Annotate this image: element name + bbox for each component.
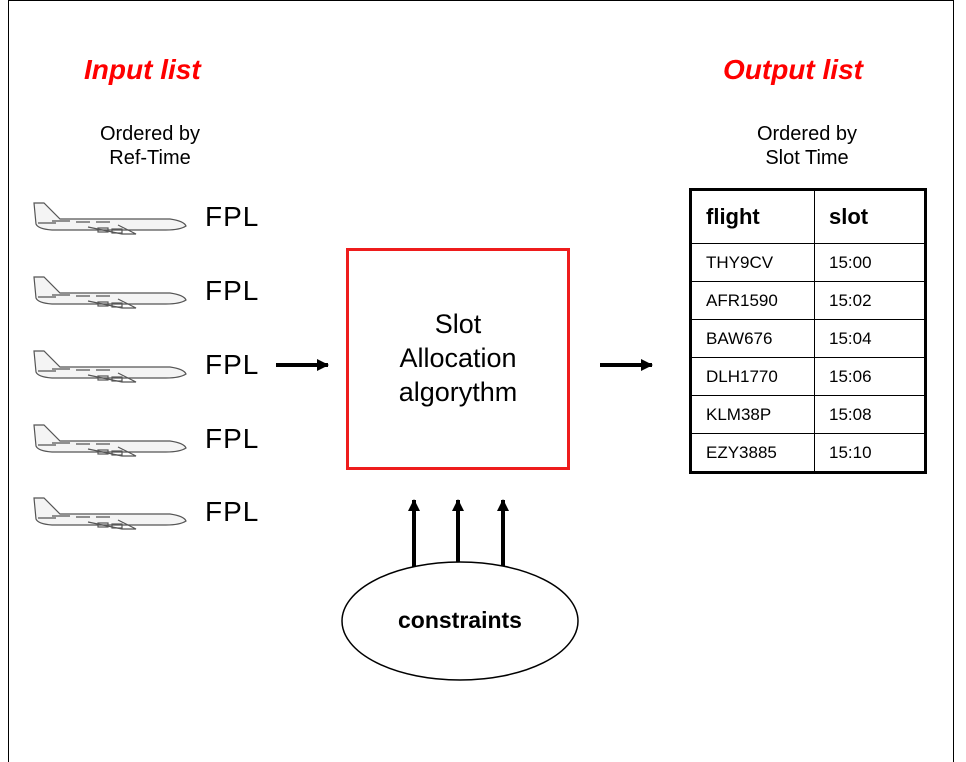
constraints-label: constraints [398, 607, 522, 633]
input-list-title: Input list [84, 54, 201, 85]
airplane-icon [33, 350, 187, 383]
input-subtitle-line1: Ordered by [99, 123, 201, 145]
fpl-label: FPL [205, 496, 260, 527]
fpl-label: FPL [205, 349, 260, 380]
flight-cell: DLH1770 [690, 357, 815, 396]
input-list-subtitle: Ordered by Ref-Time [70, 122, 230, 170]
slot-cell: 15:04 [814, 319, 926, 358]
fpl-label: FPL [205, 201, 260, 232]
table-header-row: flight slot [690, 189, 926, 244]
table-row: THY9CV 15:00 [690, 243, 926, 282]
output-subtitle-line2: Slot Time [765, 147, 849, 169]
flight-cell: AFR1590 [690, 281, 815, 320]
flight-cell: BAW676 [690, 319, 815, 358]
flight-cell: EZY3885 [690, 433, 815, 473]
algorithm-line3: algorythm [398, 377, 518, 407]
algorithm-line1: Slot [434, 309, 482, 339]
slot-cell: 15:08 [814, 395, 926, 434]
slot-cell: 15:02 [814, 281, 926, 320]
slot-allocation-box: Slot Allocation algorythm [346, 248, 570, 470]
algorithm-label: Slot Allocation algorythm [349, 307, 567, 409]
output-subtitle-line1: Ordered by [756, 123, 858, 145]
slot-cell: 15:00 [814, 243, 926, 282]
output-list-title: Output list [723, 54, 863, 85]
column-header-flight: flight [690, 189, 815, 244]
flight-cell: THY9CV [690, 243, 815, 282]
algorithm-line2: Allocation [399, 343, 517, 373]
table-row: KLM38P 15:08 [690, 395, 926, 434]
table-row: AFR1590 15:02 [690, 281, 926, 320]
airplane-icon [33, 424, 187, 457]
constraints-ellipse [341, 561, 579, 681]
list-item: FPL [30, 197, 280, 237]
table-row: DLH1770 15:06 [690, 357, 926, 396]
table-row: EZY3885 15:10 [690, 433, 926, 473]
airplane-icon [33, 202, 187, 235]
list-item: FPL [30, 492, 280, 532]
output-list-subtitle: Ordered by Slot Time [727, 122, 887, 170]
slot-cell: 15:06 [814, 357, 926, 396]
flight-cell: KLM38P [690, 395, 815, 434]
list-item: FPL [30, 345, 280, 385]
fpl-label: FPL [205, 423, 260, 454]
output-table: flight slot THY9CV 15:00 AFR1590 15:02 B… [689, 188, 927, 474]
list-item: FPL [30, 271, 280, 311]
input-subtitle-line2: Ref-Time [109, 147, 191, 169]
fpl-label: FPL [205, 275, 260, 306]
table-row: BAW676 15:04 [690, 319, 926, 358]
diagram-frame [8, 0, 954, 762]
column-header-slot: slot [814, 189, 926, 244]
airplane-icon [33, 497, 187, 530]
airplane-icon [33, 276, 187, 309]
list-item: FPL [30, 419, 280, 459]
slot-cell: 15:10 [814, 433, 926, 473]
